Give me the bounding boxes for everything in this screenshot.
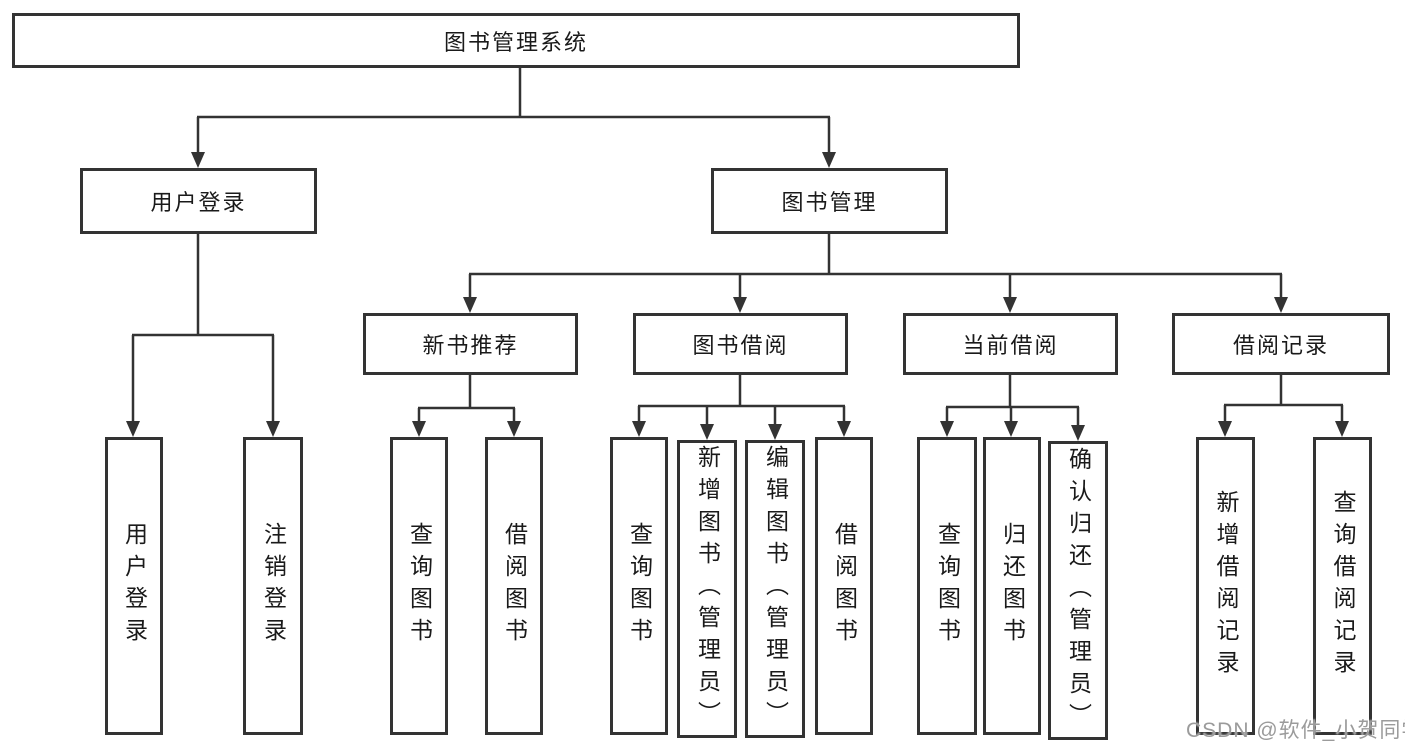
leaf-confirm-return-admin: 确认归还（管理员） [1048,441,1108,740]
leaf-query-books-borrowing: 查询图书 [610,437,668,735]
node-new-book-recommendation: 新书推荐 [363,313,578,375]
connector-new-book-recommendation-to-leaves [412,375,521,437]
leaf-borrow-books-recommend: 借阅图书 [485,437,543,735]
connector-borrowing-records-to-leaves [1218,375,1349,437]
leaf-edit-book-admin: 编辑图书（管理员） [745,440,805,738]
arrowhead [632,421,646,437]
connector-user-login-to-leaves [126,234,280,437]
arrowhead [1004,421,1018,437]
node-user-login: 用户登录 [80,168,317,234]
connector-book-management-to-level3 [463,234,1288,313]
arrowhead [1071,425,1085,441]
arrowhead [463,297,477,313]
node-current-borrowing: 当前借阅 [903,313,1118,375]
leaf-return-book: 归还图书 [983,437,1041,735]
arrowhead [733,297,747,313]
arrowhead [1335,421,1349,437]
csdn-watermark: CSDN @软件_小贺同学 [1186,719,1405,742]
arrowhead [507,421,521,437]
node-book-borrowing: 图书借阅 [633,313,848,375]
node-borrowing-records: 借阅记录 [1172,313,1390,375]
leaf-user-login: 用户登录 [105,437,163,735]
arrowhead [266,421,280,437]
arrowhead [1003,297,1017,313]
leaf-borrow-books-borrowing: 借阅图书 [815,437,873,735]
leaf-logout: 注销登录 [243,437,303,735]
connector-book-borrowing-to-leaves [632,375,851,440]
arrowhead [837,421,851,437]
leaf-add-borrow-record: 新增借阅记录 [1196,437,1255,735]
arrowhead [822,152,836,168]
arrowhead [768,424,782,440]
connector-root-to-level2 [191,68,836,168]
leaf-query-books-recommend: 查询图书 [390,437,448,735]
leaf-add-book-admin: 新增图书（管理员） [677,440,737,738]
leaf-query-books-current: 查询图书 [917,437,977,735]
connector-current-borrowing-to-leaves [940,375,1085,441]
arrowhead [126,421,140,437]
arrowhead [1274,297,1288,313]
arrowhead [191,152,205,168]
arrowhead [1218,421,1232,437]
node-book-management: 图书管理 [711,168,948,234]
arrowhead [940,421,954,437]
leaf-query-borrow-record: 查询借阅记录 [1313,437,1372,735]
node-system-root: 图书管理系统 [12,13,1020,68]
arrowhead [700,424,714,440]
arrowhead [412,421,426,437]
